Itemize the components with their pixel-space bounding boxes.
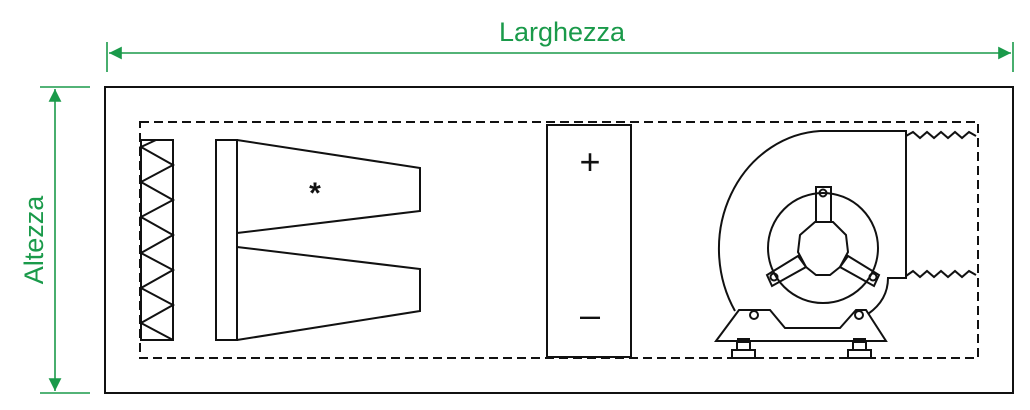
heater-plus: + bbox=[579, 141, 600, 182]
height-dimension: Altezza bbox=[19, 86, 90, 394]
internal-boundary bbox=[139, 121, 979, 359]
height-label: Altezza bbox=[19, 195, 49, 285]
width-label: Larghezza bbox=[499, 17, 626, 47]
coil-marker: * bbox=[309, 177, 321, 210]
fan-icon bbox=[714, 130, 907, 359]
heater-icon: + – bbox=[546, 124, 632, 358]
coil-icon: * bbox=[215, 139, 421, 341]
unit-casing bbox=[104, 86, 1014, 394]
width-dimension: Larghezza bbox=[106, 17, 1014, 72]
heater-minus: – bbox=[580, 294, 600, 335]
filter-icon bbox=[138, 139, 176, 341]
flexible-connector-icon bbox=[905, 130, 977, 279]
